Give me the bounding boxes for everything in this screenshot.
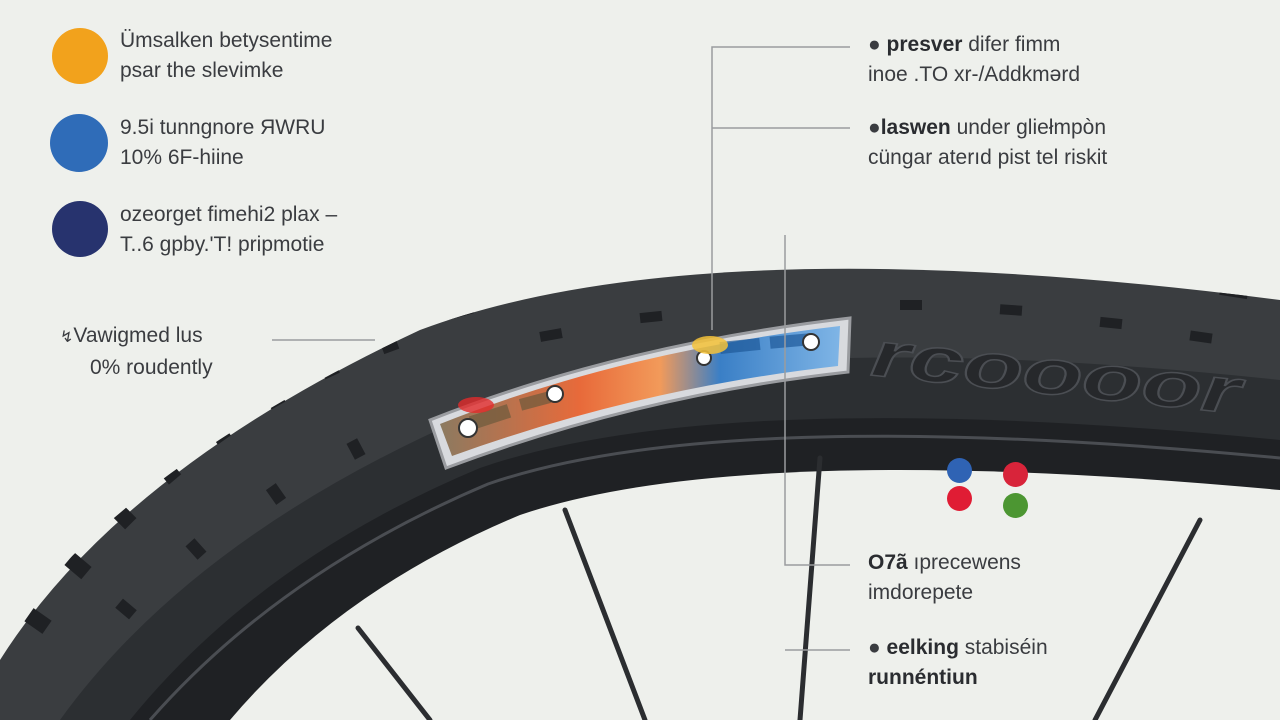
legend-item-3-text: ozeorget fimehi2 plax – T..6 gpby.'T! pr… <box>120 200 337 260</box>
left-callout-line2: 0% roudently <box>90 356 213 379</box>
status-dot-red <box>947 486 972 511</box>
navy-blob-icon <box>52 201 108 257</box>
right-callout-1-rest: difer fimm <box>962 33 1061 56</box>
rim-highlight <box>148 434 1280 720</box>
right-callout-3-bold: O7ã <box>868 551 908 574</box>
right-callout-3: O7ã ıprecewens imdorepete <box>868 548 1021 608</box>
bullet-icon: ● <box>868 636 887 659</box>
legend-item-3-line1: ozeorget fimehi2 plax – <box>120 203 338 226</box>
right-callout-2: ●laswen under gliełmpòn cüngar aterıd pi… <box>868 113 1107 173</box>
right-callout-2-line2: cüngar aterıd pist tel riskit <box>868 146 1108 169</box>
right-callout-4: ● eelking stabiséin runnéntiun <box>868 633 1048 693</box>
legend-item-1-line1: Ümsalken betysentime <box>120 29 333 52</box>
right-callout-1-line2: inoe .TO xr-/Addkmərd <box>868 63 1081 86</box>
wheel-interior <box>230 470 1280 720</box>
right-callout-2-bold: laswen <box>880 116 951 139</box>
legend-item-2-text: 9.5i tunngnore ЯWRU 10% 6F-hiine <box>120 113 325 173</box>
blue-blob-icon <box>50 114 108 172</box>
right-callout-3-line2: imdorepete <box>868 581 974 604</box>
bolt-icon: ↯ <box>60 329 74 346</box>
legend-item-1-line2: psar the slevimke <box>120 59 284 82</box>
left-callout-line1: Vawigmed lus <box>73 324 203 347</box>
right-callout-2-rest: under gliełmpòn <box>950 116 1106 139</box>
spokes <box>355 455 1203 720</box>
legend-item-2-line2: 10% 6F-hiine <box>120 146 244 169</box>
bullet-icon: ● <box>868 116 881 139</box>
status-dot-green <box>1003 493 1028 518</box>
orange-blob-icon <box>52 28 108 84</box>
legend-item-3-line2: T..6 gpby.'T! pripmotie <box>120 233 325 256</box>
right-callout-4-line2: runnéntiun <box>868 666 978 689</box>
status-dot-red-top <box>1003 462 1028 487</box>
right-callout-1: ● presver difer fimm inoe .TO xr-/Addkmə… <box>868 30 1080 90</box>
bullet-icon: ● <box>868 33 887 56</box>
sensor-chip <box>428 316 852 470</box>
right-callout-1-bold: presver <box>886 33 963 56</box>
legend-item-1-text: Ümsalken betysentime psar the slevimke <box>120 26 332 86</box>
right-callout-4-rest: stabiséin <box>958 636 1048 659</box>
leader-lines <box>272 46 850 651</box>
left-callout: ↯Vawigmed lus 0% roudently <box>60 321 213 383</box>
status-dot-blue <box>947 458 972 483</box>
right-callout-4-bold: eelking <box>886 636 959 659</box>
right-callout-3-rest: ıprecewens <box>907 551 1021 574</box>
legend-item-2-line1: 9.5i tunngnore ЯWRU <box>120 116 326 139</box>
